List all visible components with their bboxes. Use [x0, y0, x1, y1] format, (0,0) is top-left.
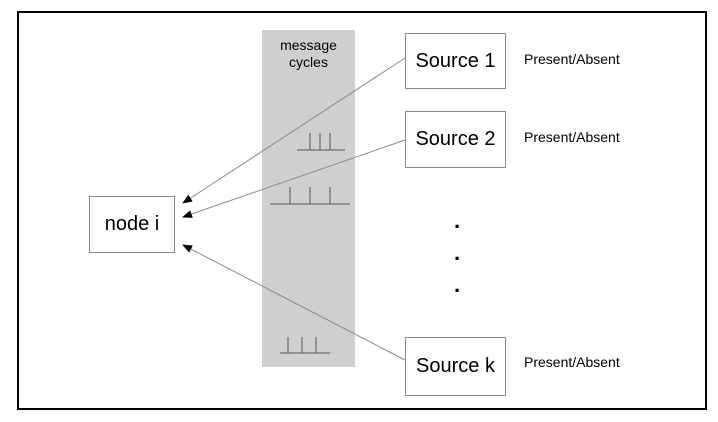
- node-i-box: node i: [89, 196, 175, 253]
- message-cycles-label: message cycles: [262, 37, 355, 71]
- ellipsis-dot: .: [453, 240, 461, 265]
- source-1-label: Source 1: [415, 49, 496, 72]
- message-cycles-band: message cycles: [262, 30, 355, 367]
- arrow-sourcek-to-node: [182, 244, 406, 361]
- cycle-ticks-3: [280, 337, 330, 354]
- arrow-source2-to-node: [182, 139, 406, 218]
- source-k-box: Source k: [405, 337, 506, 396]
- arrow-source1-to-node: [182, 57, 406, 204]
- ellipsis-dot: .: [453, 272, 461, 297]
- source-2-box: Source 2: [405, 111, 506, 168]
- node-label: node i: [104, 213, 160, 235]
- diagram-frame: [17, 11, 707, 410]
- source-2-label: Source 2: [415, 128, 496, 150]
- source-1-box: Source 1: [405, 33, 506, 89]
- source-2-status: Present/Absent: [524, 129, 620, 145]
- cycle-ticks-2: [270, 187, 350, 205]
- source-k-status: Present/Absent: [524, 354, 620, 370]
- band-label-line1: message: [280, 37, 337, 53]
- source-k-label: Source k: [416, 355, 495, 377]
- source-1-status: Present/Absent: [524, 51, 620, 67]
- band-label-line2: cycles: [289, 54, 328, 70]
- ellipsis-dot: .: [453, 208, 461, 233]
- cycle-ticks-1: [297, 133, 345, 151]
